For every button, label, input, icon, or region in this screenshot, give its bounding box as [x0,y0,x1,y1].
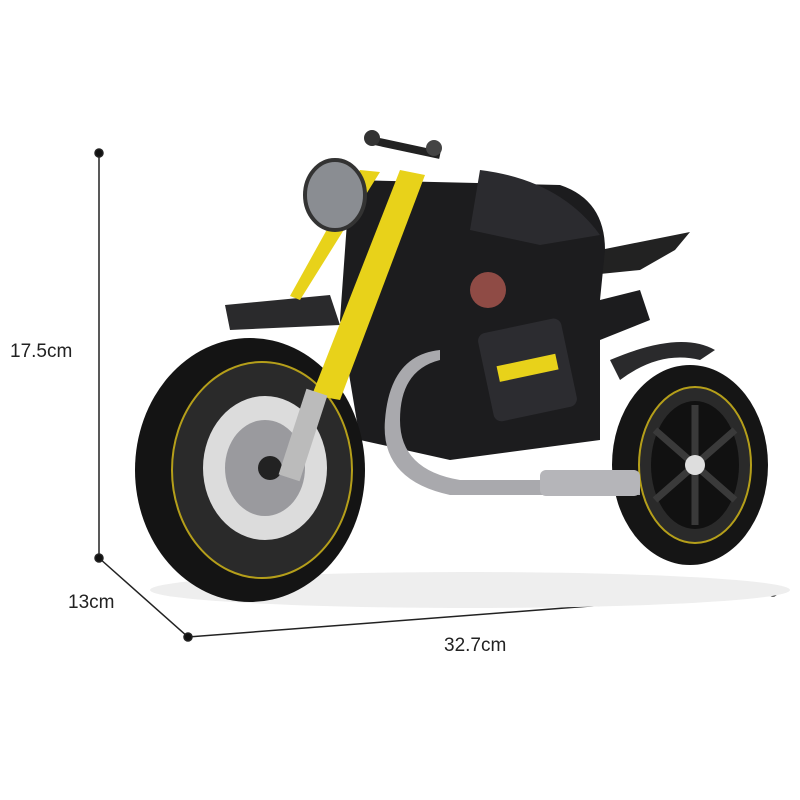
dimension-point [183,632,193,642]
motorcycle-body [225,170,650,496]
dimension-point [94,553,104,563]
mirror [364,130,380,146]
mirror [426,140,442,156]
rear-fender [610,342,715,380]
height-label: 17.5cm [10,341,73,362]
headlight [303,158,367,232]
rear-wheel [612,365,768,565]
depth-line [98,557,189,638]
depth-label: 13cm [68,592,115,613]
tail-section [590,232,690,275]
muffler [540,470,640,496]
engine-part [470,272,506,308]
dimension-point [94,148,104,158]
length-label: 32.7cm [444,635,507,656]
front-fender-plate [225,295,340,330]
fuel-tank [470,170,600,245]
engine-logo [496,353,559,382]
